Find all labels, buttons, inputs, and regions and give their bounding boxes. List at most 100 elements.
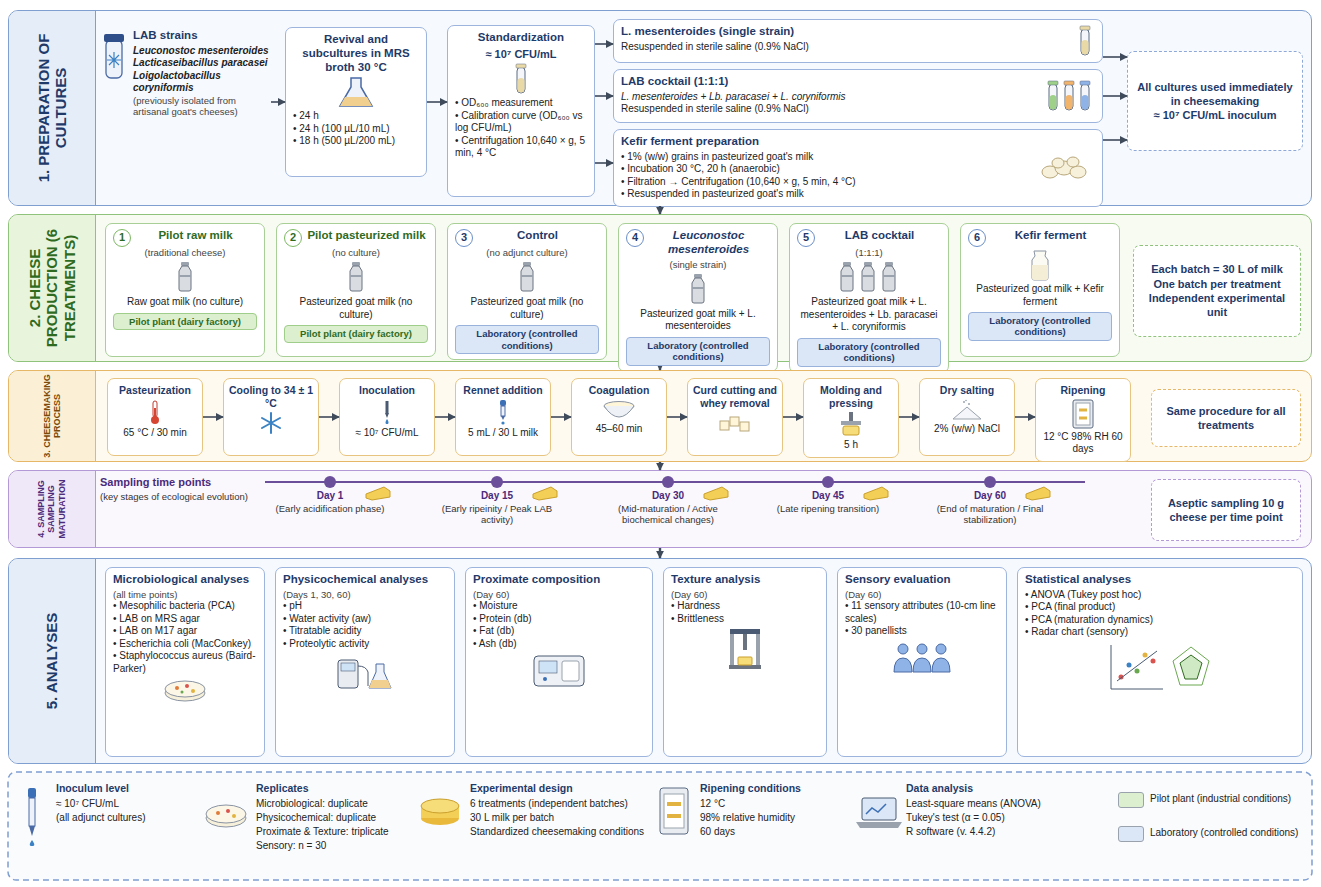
node-title: 3 (455, 229, 473, 247)
can-icon (626, 272, 770, 306)
label-text: Proximate & Texture: triplicate (256, 826, 426, 837)
node-text: (Day 60) (845, 589, 999, 600)
cheese-icons (366, 487, 1050, 500)
icon-svg (837, 411, 865, 437)
node-title: Proximate composition (473, 573, 645, 587)
laptop-icon (856, 798, 902, 828)
connector-arrow (595, 162, 613, 164)
node-title: 2 (284, 229, 302, 247)
icon-svg (531, 652, 587, 690)
node-text: (1:1:1) (797, 247, 941, 258)
icon-svg (1046, 80, 1092, 112)
drops-icon (461, 399, 545, 425)
thermo-icon (113, 399, 197, 425)
node-text: Pasteurized goat milk (no culture) (284, 296, 428, 321)
node-text: • Incubation 30 °C, 20 h (anaerobic) (621, 163, 1036, 176)
connector-arrow (1103, 95, 1127, 97)
icon-svg (146, 399, 164, 425)
node-text: 65 °C / 30 min (113, 427, 197, 440)
label-text: Day 45 (798, 490, 858, 501)
culture-box: L. mesenteroides (single strain)Resuspen… (613, 19, 1103, 63)
node-text: (Day 60) (473, 589, 645, 600)
node-title: Texture analysis (671, 573, 819, 587)
node-text: • PCA (final product) (1025, 601, 1295, 614)
can-icon (455, 260, 599, 294)
step-box: Dry salting2% (w/w) NaCl (919, 378, 1015, 456)
node-text: • Staphylococcus aureus (Baird-Parker) (113, 650, 257, 675)
node-text: 5 h (809, 439, 893, 452)
icon-svg (1027, 247, 1053, 281)
label-text: Tukey's test (α = 0.05) (906, 812, 1096, 823)
node-text: • Radar chart (sensory) (1025, 626, 1295, 639)
icon-svg (1040, 155, 1092, 181)
note-box: Each batch = 30 L of milkOne batch per t… (1133, 245, 1301, 337)
step-box: Curd cutting and whey removal (687, 378, 783, 456)
node-text: Independent experimental unit (1140, 291, 1294, 320)
node-text: 5 mL / 30 L milk (461, 427, 545, 440)
analysis-box: Physicochemical analyses(Days 1, 30, 60)… (275, 567, 455, 757)
node-text: • Brittleness (671, 613, 819, 626)
node-text: • PCA (maturation dynamics) (1025, 614, 1295, 627)
node-title: 3. CHEESEMAKING PROCESS (42, 374, 63, 458)
step-box: Rennet addition5 mL / 30 L milk (455, 378, 551, 456)
icon-svg (514, 63, 528, 95)
node-text: Resuspended in sterile saline (0.9% NaCl… (621, 41, 1036, 54)
connector-arrow (595, 43, 613, 45)
connector-arrow (783, 416, 803, 418)
label-text: Day 30 (638, 490, 698, 501)
label-text: Day 1 (300, 490, 360, 501)
node-text: • Moisture (473, 600, 645, 613)
note-box: All cultures used immediately in cheesem… (1127, 51, 1303, 151)
tube-icon (1078, 25, 1092, 57)
node-title: Dry salting (925, 384, 1009, 397)
node-title: Inoculation (345, 384, 429, 397)
icon-svg (515, 260, 539, 294)
node-text: • Water activity (aw) (283, 613, 447, 626)
petri-icon (206, 805, 246, 827)
node-title: Curd cutting and whey removal (693, 384, 777, 409)
node-text: SAMPLING MATURATION (47, 474, 68, 544)
section-tab: 4. SAMPLINGSAMPLING MATURATION (9, 471, 96, 547)
node-text: Leuconostoc mesenteroides (626, 229, 770, 257)
analysis-box: Statistical analyses• ANOVA (Tukey post … (1017, 567, 1303, 757)
label-text: (Late ripening transition) (766, 503, 890, 514)
node-title: 2. CHEESE PRODUCTION (6 TREATMENTS) (26, 218, 78, 358)
treatment-box: 6Kefir fermentPasteurized goat milk + Ke… (960, 223, 1120, 357)
label-text: 98% relative humidity (700, 812, 850, 823)
section-tab: 2. CHEESE PRODUCTION (6 TREATMENTS) (9, 215, 96, 361)
node-text: (no culture) (284, 247, 428, 258)
node-text: (single strain) (626, 259, 770, 270)
node-text: Laboratory (controlled conditions) (626, 337, 770, 366)
section-title: 3. CHEESEMAKING PROCESS (42, 374, 63, 458)
node-text: • 30 panellists (845, 625, 999, 638)
node-text: (previously isolated from artisanal goat… (133, 95, 269, 118)
node-title: Physicochemical analyses (283, 573, 447, 587)
node-text: Kefir ferment (968, 229, 1112, 243)
node-title: Statistical analyses (1025, 573, 1295, 587)
cans3-icon (797, 260, 941, 294)
node-text: • LAB on MRS agar (113, 613, 257, 626)
node-text: • Filtration → Centrifugation (10,640 × … (621, 176, 1036, 189)
section-title: 2. CHEESE PRODUCTION (6 TREATMENTS) (26, 218, 78, 358)
icon-svg (725, 627, 765, 671)
process-box: Revival and subcultures in MRS broth 30 … (285, 27, 427, 177)
can-icon (284, 260, 428, 294)
label-text: Day 15 (467, 490, 527, 501)
icon-svg (494, 399, 512, 425)
node-text: (traditional cheese) (113, 247, 257, 258)
phmeter-icon (283, 652, 447, 692)
legend-text: Laboratory (controlled conditions) (1150, 827, 1305, 838)
icon-svg (601, 399, 637, 421)
node-text: • Resuspended in pasteurized goat's milk (621, 188, 1036, 201)
node-text: ≈ 10⁷ CFU/mL (455, 47, 587, 61)
machine-icon (473, 652, 645, 690)
culture-box: Kefir ferment preparation• 1% (w/w) grai… (613, 129, 1103, 207)
drop-icon (345, 399, 429, 425)
analysis-box: Sensory evaluation(Day 60)• 11 sensory a… (837, 567, 1007, 757)
strain-list: LAB strainsLeuconostoc mesenteroides Lac… (131, 27, 271, 177)
step-box: Inoculation≈ 10⁷ CFU/mL (339, 378, 435, 456)
